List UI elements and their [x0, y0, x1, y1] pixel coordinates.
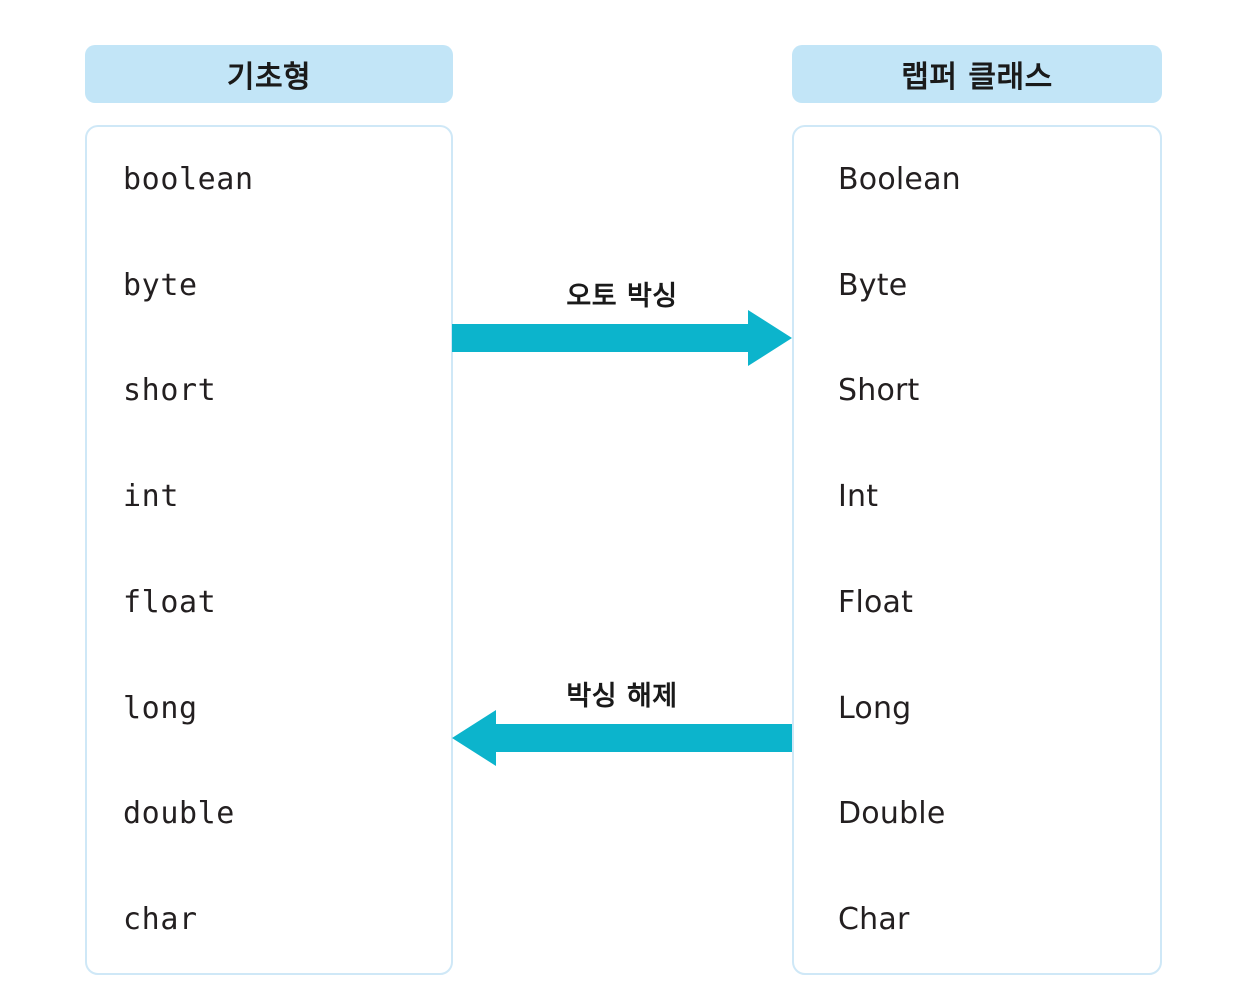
- list-item: Char: [838, 901, 910, 937]
- list-item: double: [123, 796, 235, 832]
- wrapper-column-header: 랩퍼 클래스: [792, 45, 1162, 103]
- list-item: char: [123, 901, 198, 937]
- list-item: byte: [123, 267, 198, 303]
- autoboxing-label: 오토 박싱: [566, 281, 678, 312]
- list-item: float: [123, 584, 217, 620]
- autoboxing-arrow-right-icon: [452, 310, 792, 366]
- list-item: Float: [838, 584, 914, 620]
- list-item: Int: [838, 479, 879, 515]
- list-item: Byte: [838, 267, 908, 303]
- list-item: Short: [838, 373, 920, 409]
- primitive-column-header: 기초형: [85, 45, 453, 103]
- list-item: int: [123, 479, 179, 515]
- primitive-type-list: boolean byte short int float long double…: [85, 125, 453, 975]
- list-item: boolean: [123, 162, 254, 197]
- unboxing-label: 박싱 해제: [566, 681, 678, 712]
- list-item: Boolean: [838, 162, 961, 197]
- unboxing-arrow-left-icon: [452, 710, 792, 766]
- list-item: long: [123, 690, 198, 726]
- list-item: short: [123, 373, 217, 409]
- wrapper-class-list: Boolean Byte Short Int Float Long Double…: [792, 125, 1162, 975]
- list-item: Long: [838, 690, 912, 726]
- list-item: Double: [838, 796, 946, 832]
